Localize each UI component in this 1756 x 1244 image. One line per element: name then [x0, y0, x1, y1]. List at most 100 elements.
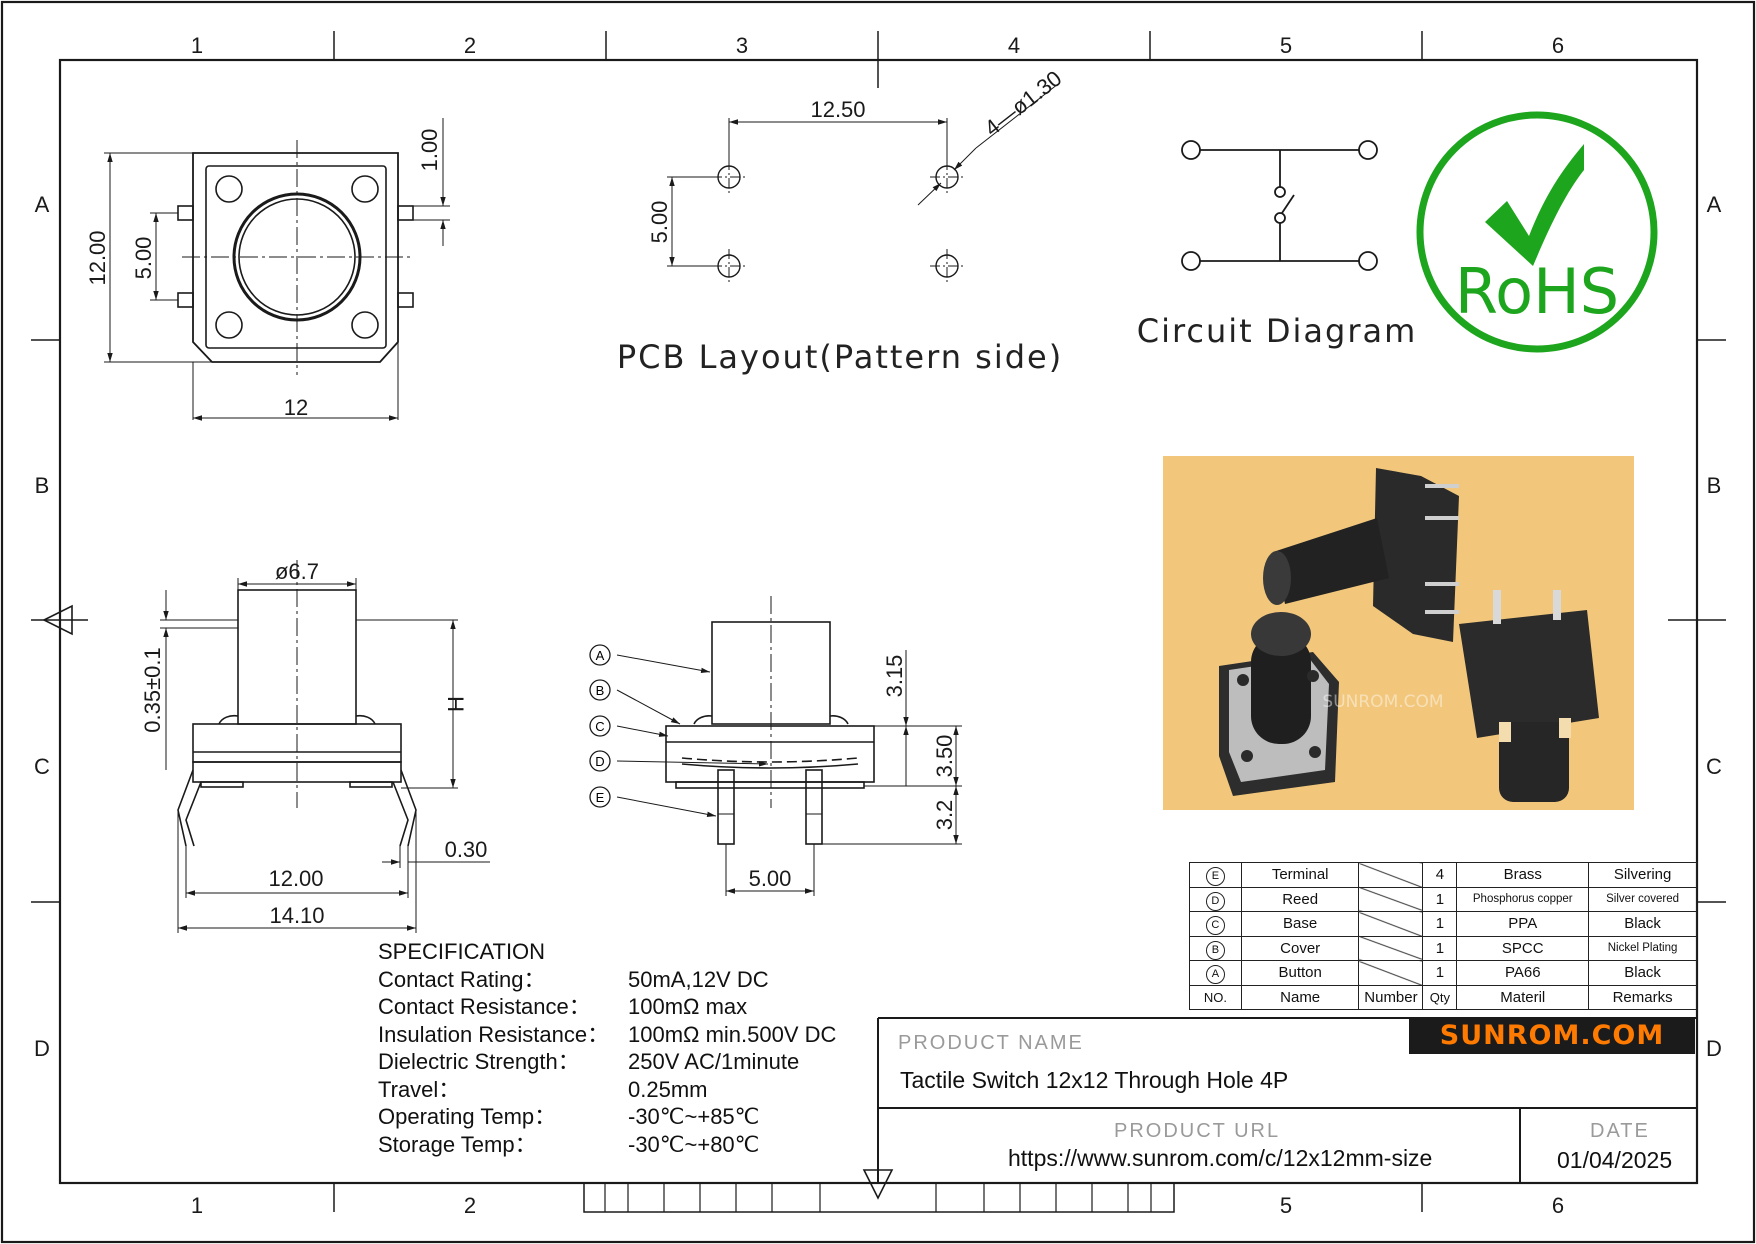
specification-title: SPECIFICATION: [378, 939, 546, 964]
side-dim-lead: 0.30: [445, 837, 488, 862]
bom-header-material: Materil: [1456, 984, 1590, 1010]
switch-upright: [1219, 612, 1339, 796]
bom-header-remarks: Remarks: [1588, 984, 1697, 1010]
bom-number: [1358, 960, 1424, 986]
zone-labels: 1 2 3 4 5 6 1 2 5 6 A B C D A B C D: [34, 33, 1722, 1218]
circuit-diagram: [1181, 140, 1378, 271]
zone-col-1: 1: [191, 33, 203, 58]
pcb-layout-caption: PCB Layout(Pattern side): [617, 338, 1063, 376]
spec-label: Travel：: [378, 1076, 461, 1102]
spec-value: 50mA,12V DC: [628, 966, 769, 992]
switch-lying: [1263, 468, 1459, 642]
spec-label: Contact Rating：: [378, 966, 546, 992]
top-dim-width: 12: [284, 395, 308, 420]
callout-c: C: [595, 719, 604, 734]
product-name-label: PRODUCT NAME: [898, 1032, 1084, 1054]
bom-name: Reed: [1240, 886, 1360, 912]
bom-material: Phosphorus copper: [1456, 886, 1590, 912]
bom-row: C Base 1 PPA Black: [1189, 911, 1697, 937]
bom-row: B Cover 1 SPCC Nickel Plating: [1189, 935, 1697, 961]
callout-b: B: [596, 683, 605, 698]
product-photo: SUNROM.COM: [1163, 456, 1634, 810]
zone-row-d-right: D: [1706, 1036, 1722, 1061]
zone-col-4: 4: [1008, 33, 1020, 58]
bom-header-qty: Qty: [1422, 984, 1458, 1010]
spec-row: Contact Resistance： 100mΩ max: [378, 993, 747, 1021]
spec-label: Contact Resistance：: [378, 994, 591, 1019]
zone-col-1-bottom: 1: [191, 1193, 203, 1218]
bom-remarks: Black: [1588, 911, 1697, 937]
section-dim-cap: 3.15: [882, 655, 907, 698]
pcb-dim-hole: 4—ø1.30: [980, 66, 1067, 141]
spec-value: 100mΩ max: [628, 994, 748, 1019]
bom-no-badge: B: [1205, 940, 1225, 960]
bom-material: PPA: [1456, 911, 1590, 937]
spec-row: Insulation Resistance：100mΩ min.500V DC: [378, 1021, 836, 1049]
pcb-dim-horizontal: 12.50: [810, 97, 865, 122]
bom-remarks: Nickel Plating: [1588, 935, 1697, 961]
photo-watermark: SUNROM.COM: [1322, 692, 1443, 712]
spec-label: Operating Temp：: [378, 1104, 557, 1129]
spec-value: -30℃~+80℃: [628, 1131, 760, 1157]
bom-no-badge: C: [1205, 916, 1225, 936]
zone-col-3: 3: [736, 33, 748, 58]
zone-col-5-bottom: 5: [1280, 1193, 1292, 1218]
bom-number: [1358, 911, 1424, 937]
bom-row: A Button 1 PA66 Black: [1189, 960, 1697, 986]
spec-value: -30℃~+85℃: [628, 1104, 760, 1129]
bom-no-badge: A: [1205, 965, 1225, 985]
bom-row: E Terminal 4 Brass Silvering: [1189, 862, 1697, 888]
zone-row-c: C: [34, 754, 50, 779]
spec-row: Storage Temp：-30℃~+80℃: [378, 1131, 759, 1159]
top-view: [104, 118, 450, 421]
bom-no: C: [1189, 911, 1242, 937]
pcb-layout: [667, 83, 1059, 283]
bom-qty: 1: [1422, 911, 1458, 937]
bom-header-row: NO. Name Number Qty Materil Remarks: [1189, 984, 1697, 1010]
bom-number: [1358, 862, 1424, 888]
bom-remarks: Silvering: [1588, 862, 1697, 888]
bom-header-name: Name: [1240, 984, 1360, 1010]
specification-block: SPECIFICATION Contact Rating： 50mA,12V DC…: [378, 938, 836, 1159]
bom-name: Base: [1240, 911, 1360, 937]
bom-number: [1358, 886, 1424, 912]
spec-value: 0.25mm: [628, 1076, 708, 1102]
spec-row: Travel： 0.25mm: [378, 1076, 707, 1104]
bom-no-badge: E: [1205, 867, 1225, 887]
zone-col-6: 6: [1552, 33, 1564, 58]
bom-name: Cover: [1240, 935, 1360, 961]
product-name: Tactile Switch 12x12 Through Hole 4P: [900, 1067, 1289, 1093]
spec-row: Operating Temp： -30℃~+85℃: [378, 1103, 759, 1131]
zone-col-5: 5: [1280, 33, 1292, 58]
bom-header-number: Number: [1358, 984, 1424, 1010]
switch-inverted: [1459, 590, 1599, 802]
pcb-dim-vertical: 5.00: [647, 201, 672, 244]
bom-no: E: [1189, 862, 1242, 888]
bom-material: PA66: [1456, 960, 1590, 986]
callout-d: D: [595, 754, 604, 769]
date-label: DATE: [1590, 1120, 1650, 1142]
zone-row-b-right: B: [1707, 473, 1722, 498]
top-dim-height: 12.00: [85, 230, 110, 285]
top-dim-pin: 1.00: [417, 129, 442, 172]
spec-label: Dielectric Strength：: [378, 1049, 580, 1074]
zone-row-b: B: [35, 473, 50, 498]
bom-remarks: Silver covered: [1588, 886, 1697, 912]
spec-row: Dielectric Strength：250V AC/1minute: [378, 1048, 799, 1076]
section-callouts: A B C D E: [589, 644, 611, 808]
bom-no: B: [1189, 935, 1242, 961]
product-url[interactable]: https://www.sunrom.com/c/12x12mm-size: [1008, 1145, 1433, 1171]
side-dim-inner: 12.00: [268, 866, 323, 891]
bom-qty: 1: [1422, 886, 1458, 912]
side-view: [160, 560, 490, 933]
zone-row-a: A: [35, 192, 50, 217]
bom-qty: 1: [1422, 960, 1458, 986]
photo-illustration: SUNROM.COM: [1163, 456, 1634, 810]
zone-row-d: D: [34, 1036, 50, 1061]
bom-qty: 1: [1422, 935, 1458, 961]
rohs-text: RoHS: [1455, 255, 1619, 328]
bom-no: A: [1189, 960, 1242, 986]
section-dim-pin: 3.2: [932, 800, 957, 831]
top-dim-pitch: 5.00: [131, 237, 156, 280]
